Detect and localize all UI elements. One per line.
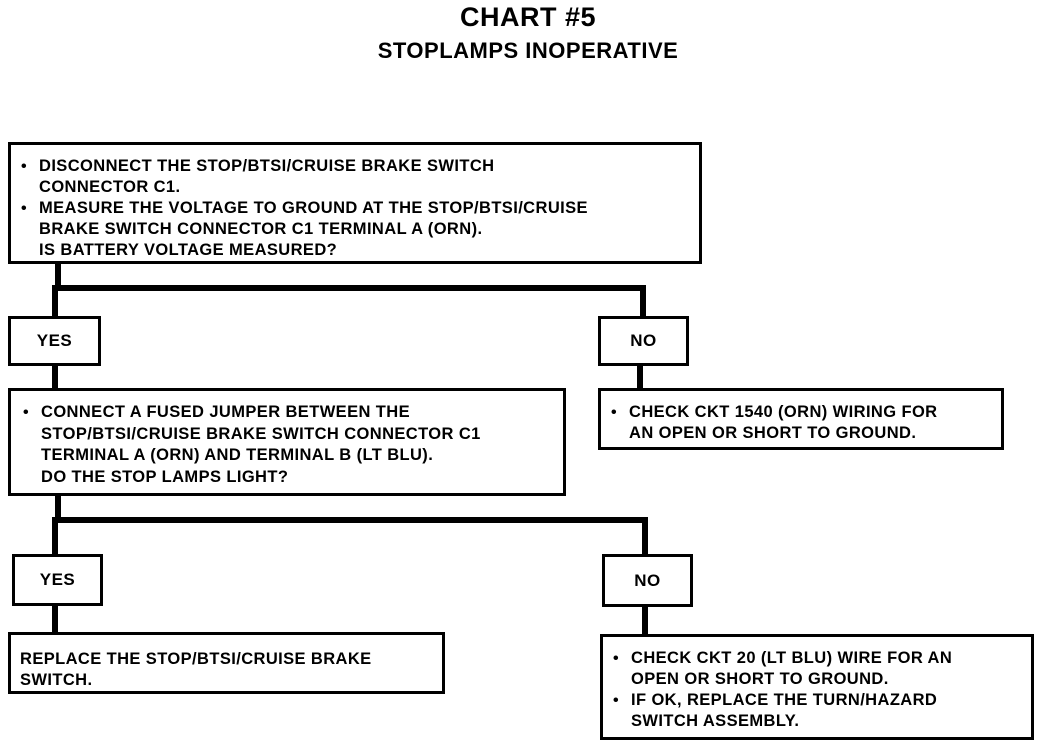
step2-question: DO THE STOP LAMPS LIGHT?	[41, 467, 289, 486]
step1-item-1-line-1: DISCONNECT THE STOP/BTSI/CRUISE BRAKE SW…	[39, 157, 495, 175]
step2-no-action-item-2: IF OK, REPLACE THE TURN/HAZARD SWITCH AS…	[609, 690, 1025, 732]
step1-no-action-line-2: AN OPEN OR SHORT TO GROUND.	[629, 424, 917, 442]
step1-box: DISCONNECT THE STOP/BTSI/CRUISE BRAKE SW…	[8, 142, 702, 264]
step1-item-2-line-2: BRAKE SWITCH CONNECTOR C1 TERMINAL A (OR…	[39, 220, 483, 238]
step1-question: IS BATTERY VOLTAGE MEASURED?	[39, 241, 338, 259]
step1-item-1: DISCONNECT THE STOP/BTSI/CRUISE BRAKE SW…	[17, 156, 693, 198]
step1-item-1-line-2: CONNECTOR C1.	[39, 178, 181, 196]
step2-item-1: CONNECT A FUSED JUMPER BETWEEN THE STOP/…	[19, 402, 557, 467]
step1-yes-label: YES	[8, 316, 101, 366]
step2-item-1-line-1: CONNECT A FUSED JUMPER BETWEEN THE	[41, 403, 410, 421]
step1-no-action-box: CHECK CKT 1540 (ORN) WIRING FOR AN OPEN …	[598, 388, 1004, 450]
step2-no-action-list: CHECK CKT 20 (LT BLU) WIRE FOR AN OPEN O…	[609, 648, 1025, 732]
chart-subtitle: STOPLAMPS INOPERATIVE	[377, 38, 679, 63]
step2-item-1-line-2: STOP/BTSI/CRUISE BRAKE SWITCH CONNECTOR …	[41, 424, 481, 443]
step2-no-action-item-1: CHECK CKT 20 (LT BLU) WIRE FOR AN OPEN O…	[609, 648, 1025, 690]
step1-no-label: NO	[598, 316, 689, 366]
step2-no-action-item-1-line-1: CHECK CKT 20 (LT BLU) WIRE FOR AN	[631, 649, 953, 667]
step1-list: DISCONNECT THE STOP/BTSI/CRUISE BRAKE SW…	[17, 156, 693, 240]
chart-title: CHART #5	[459, 2, 597, 32]
step2-no-action-box: CHECK CKT 20 (LT BLU) WIRE FOR AN OPEN O…	[600, 634, 1034, 740]
step2-no-label: NO	[602, 554, 693, 607]
step1-no-action-item-1: CHECK CKT 1540 (ORN) WIRING FOR AN OPEN …	[607, 402, 995, 444]
step2-no-action-item-1-line-2: OPEN OR SHORT TO GROUND.	[631, 670, 889, 688]
step2-list: CONNECT A FUSED JUMPER BETWEEN THE STOP/…	[19, 402, 557, 467]
step2-item-1-line-3: TERMINAL A (ORN) AND TERMINAL B (LT BLU)…	[41, 446, 434, 464]
step1-no-action-list: CHECK CKT 1540 (ORN) WIRING FOR AN OPEN …	[607, 402, 995, 444]
step2-yes-action-line-1: REPLACE THE STOP/BTSI/CRUISE BRAKE	[20, 650, 372, 668]
step2-no-action-item-2-line-2: SWITCH ASSEMBLY.	[631, 712, 800, 730]
step2-yes-action-line-2: SWITCH.	[20, 671, 93, 689]
step1-no-action-line-1: CHECK CKT 1540 (ORN) WIRING FOR	[629, 403, 938, 421]
step2-yes-label: YES	[12, 554, 103, 606]
step1-item-2-line-1: MEASURE THE VOLTAGE TO GROUND AT THE STO…	[39, 199, 588, 217]
step2-no-action-item-2-line-1: IF OK, REPLACE THE TURN/HAZARD	[631, 691, 938, 709]
step2-yes-action-box: REPLACE THE STOP/BTSI/CRUISE BRAKE SWITC…	[8, 632, 445, 694]
step2-box: CONNECT A FUSED JUMPER BETWEEN THE STOP/…	[8, 388, 566, 496]
step1-item-2: MEASURE THE VOLTAGE TO GROUND AT THE STO…	[17, 198, 693, 240]
